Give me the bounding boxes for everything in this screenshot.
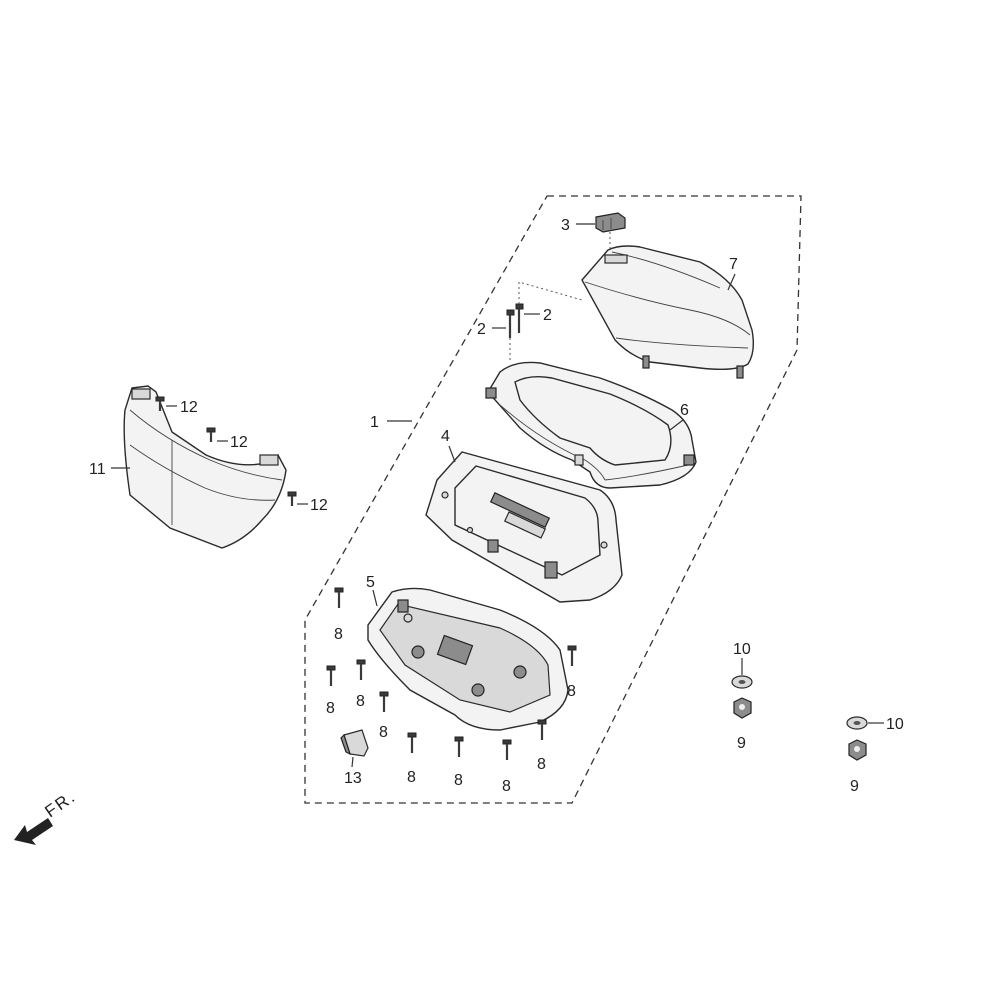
callout-8: 8 xyxy=(537,756,546,773)
alignment-line xyxy=(518,281,583,304)
callout-7: 7 xyxy=(729,256,738,273)
part-9-nut xyxy=(848,739,867,761)
callout-11: 11 xyxy=(89,461,106,478)
part-8-screw xyxy=(407,732,417,753)
callout-8: 8 xyxy=(454,772,463,789)
callout-8: 8 xyxy=(567,683,576,700)
part-10-washer xyxy=(846,716,868,730)
part-9-nut xyxy=(733,697,752,719)
callout-2-left: 2 xyxy=(477,321,486,338)
part-8-screw xyxy=(567,645,577,666)
part-10-washer xyxy=(731,675,753,689)
callout-4: 4 xyxy=(441,428,450,445)
part-4-display-board xyxy=(425,451,623,603)
part-3-connector-block xyxy=(595,212,626,252)
part-5-meter-lower-case xyxy=(367,587,569,731)
callout-8: 8 xyxy=(326,700,335,717)
part-8-screw xyxy=(537,719,547,740)
callout-6: 6 xyxy=(680,402,689,419)
callout-12: 12 xyxy=(180,399,198,416)
callout-10: 10 xyxy=(733,641,751,658)
part-8-screw xyxy=(356,659,366,680)
part-12-screw xyxy=(155,396,165,411)
direction-label: FR. xyxy=(41,787,79,822)
assembly-boundary xyxy=(304,195,802,804)
part-8-screw xyxy=(326,665,336,686)
part-8-screw xyxy=(454,736,464,757)
callout-1: 1 xyxy=(370,414,379,431)
part-11-meter-front-cover xyxy=(123,385,287,549)
part-8-screw xyxy=(502,739,512,760)
leader-lines xyxy=(111,223,884,768)
callout-5: 5 xyxy=(366,574,375,591)
callout-9: 9 xyxy=(850,778,859,795)
callout-9: 9 xyxy=(737,735,746,752)
part-8-screw xyxy=(379,691,389,712)
part-12-screw xyxy=(287,491,297,506)
part-12-screw xyxy=(206,427,216,442)
callout-8: 8 xyxy=(407,769,416,786)
callout-8: 8 xyxy=(356,693,365,710)
callout-2-right: 2 xyxy=(543,307,552,324)
callout-8: 8 xyxy=(334,626,343,643)
callout-13: 13 xyxy=(344,770,362,787)
callout-labels: 1 2 2 3 4 5 6 7 8 8 8 8 8 8 8 8 8 9 9 10… xyxy=(89,217,904,795)
part-6-meter-frame xyxy=(485,361,697,489)
front-direction-arrow-icon xyxy=(14,818,53,845)
callout-12: 12 xyxy=(230,434,248,451)
callout-10: 10 xyxy=(886,716,904,733)
callout-3: 3 xyxy=(561,217,570,234)
part-7-meter-upper-cover xyxy=(581,245,755,379)
part-2-screws xyxy=(506,303,524,338)
part-8-screw xyxy=(334,587,344,608)
callout-8: 8 xyxy=(379,724,388,741)
front-direction-indicator: FR. xyxy=(14,787,80,845)
callout-12: 12 xyxy=(310,497,328,514)
callout-8: 8 xyxy=(502,778,511,795)
part-13-rubber-pad xyxy=(340,729,369,757)
